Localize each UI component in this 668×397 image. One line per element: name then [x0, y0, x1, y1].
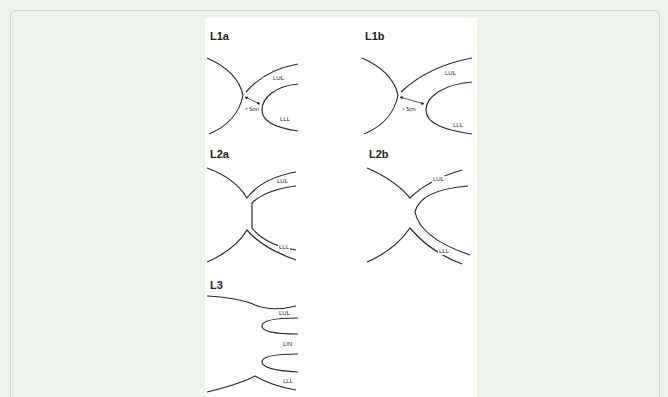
panel-title: L2a	[209, 148, 230, 160]
dimension-label: < 5cm	[244, 107, 260, 113]
lobe-label: LIN	[282, 341, 293, 348]
panel-title: L1a	[209, 30, 230, 42]
panel-title: L3	[209, 279, 224, 291]
lobe-label: LUL	[444, 70, 457, 77]
lobe-label: LLL	[452, 122, 464, 129]
lobe-label: LUL	[272, 75, 285, 82]
lobe-label: LUL	[432, 176, 445, 183]
dimension-label: > 5cm	[401, 107, 417, 113]
lobe-label: LLL	[278, 244, 290, 251]
lobe-label: LUL	[276, 178, 289, 185]
lobe-label: LLL	[438, 248, 450, 255]
lobe-label: LLL	[282, 378, 294, 385]
figure-panel	[205, 18, 477, 397]
lobe-label: LLL	[279, 116, 291, 123]
panel-title: L2b	[368, 148, 390, 160]
panel-title: L1b	[364, 30, 386, 42]
lobe-label: LUL	[278, 310, 291, 317]
